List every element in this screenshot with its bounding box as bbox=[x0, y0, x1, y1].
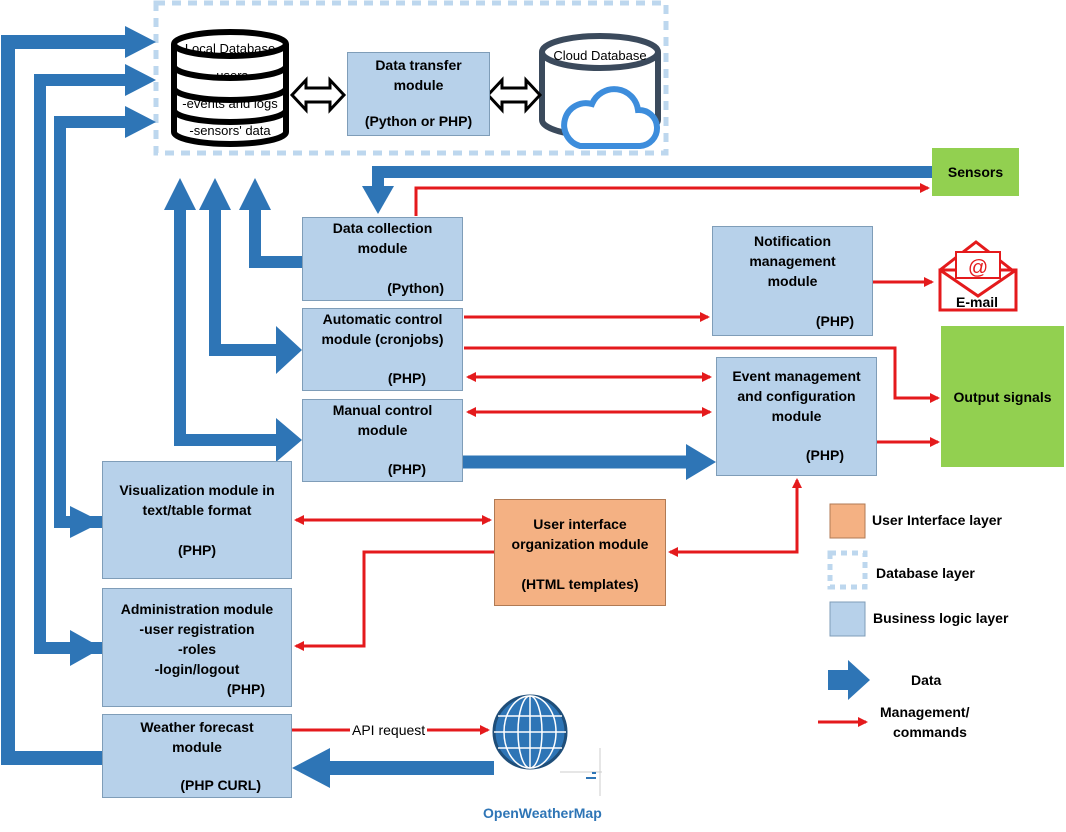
data-transfer-module: Data transfer module (Python or PHP) bbox=[347, 52, 490, 136]
module-tech: (HTML templates) bbox=[521, 576, 639, 592]
module-title-line: Data transfer bbox=[375, 57, 462, 73]
legend-management-label: Management/ bbox=[880, 704, 970, 720]
automatic-control-module: Automatic control module (cronjobs) (PHP… bbox=[302, 308, 463, 391]
module-title-line: module bbox=[393, 77, 444, 93]
legend-ui-swatch bbox=[829, 503, 866, 539]
data-collection-module: Data collection module (Python) bbox=[302, 217, 463, 301]
sensors-box: Sensors bbox=[932, 148, 1019, 196]
db-transfer-arrows bbox=[289, 76, 543, 114]
module-title-line: Data collection bbox=[332, 220, 433, 236]
command-arrows bbox=[292, 183, 940, 735]
data-flow-arrowheads bbox=[70, 26, 716, 788]
output-signals-box: Output signals bbox=[941, 326, 1064, 467]
database-layer-region bbox=[153, 0, 669, 156]
module-title-line: Visualization module in bbox=[119, 482, 275, 498]
module-tech: (PHP) bbox=[226, 681, 265, 697]
ui-organization-module: User interface organization module (HTML… bbox=[494, 499, 666, 606]
module-title-line: and configuration bbox=[737, 388, 856, 404]
local-database-item-users: -users bbox=[211, 68, 249, 83]
legend-ui-label: User Interface layer bbox=[872, 512, 1002, 528]
module-title-line: module bbox=[357, 240, 408, 256]
module-tech: (PHP) bbox=[815, 313, 854, 329]
module-title-line: management bbox=[749, 253, 836, 269]
local-database-item-sensors: -sensors' data bbox=[189, 123, 271, 138]
module-title-line: User interface bbox=[533, 516, 627, 532]
module-title-line: module bbox=[767, 273, 818, 289]
module-title-line: Weather forecast bbox=[140, 719, 254, 735]
api-request-label: API request bbox=[350, 722, 428, 738]
legend-management-label: commands bbox=[893, 724, 967, 740]
module-title-line: text/table format bbox=[142, 502, 252, 518]
globe-icon bbox=[492, 694, 568, 770]
visualization-module: Visualization module in text/table forma… bbox=[102, 461, 292, 579]
module-title-line: -roles bbox=[177, 641, 217, 657]
module-tech: (Python) bbox=[387, 280, 444, 296]
module-title-line: module bbox=[357, 422, 408, 438]
legend-data-arrow bbox=[828, 660, 870, 700]
module-title-line: organization module bbox=[511, 536, 649, 552]
local-database-item-events: -events and logs bbox=[182, 96, 278, 111]
administration-module: Administration module -user registration… bbox=[102, 588, 292, 707]
weather-forecast-module: Weather forecast module (PHP CURL) bbox=[102, 714, 292, 798]
document-icon bbox=[560, 748, 602, 796]
module-tech: (PHP) bbox=[805, 447, 844, 463]
module-title-line: module bbox=[172, 739, 222, 755]
module-title-line: -login/logout bbox=[154, 661, 240, 677]
legend-db-label: Database layer bbox=[876, 565, 975, 581]
legend-data-label: Data bbox=[911, 672, 942, 688]
legend-logic-swatch bbox=[829, 601, 866, 637]
module-title-line: Event management bbox=[732, 368, 861, 384]
cloud-database-icon bbox=[539, 33, 661, 149]
module-title-line: Administration module bbox=[120, 601, 274, 617]
email-label: E-mail bbox=[956, 294, 999, 310]
openweathermap-label: OpenWeatherMap bbox=[483, 805, 602, 821]
legend-logic-label: Business logic layer bbox=[873, 610, 1009, 626]
notification-management-module: Notification management module (PHP) bbox=[712, 226, 873, 336]
manual-control-module: Manual control module (PHP) bbox=[302, 399, 463, 482]
module-tech: (PHP) bbox=[177, 542, 217, 558]
cloud-database-title: Cloud Database bbox=[553, 48, 647, 63]
module-tech: (Python or PHP) bbox=[364, 113, 473, 129]
module-tech: (PHP) bbox=[387, 461, 426, 477]
module-title-line: Notification bbox=[754, 233, 831, 249]
module-tech: (PHP CURL) bbox=[180, 777, 261, 793]
local-database-icon bbox=[171, 29, 289, 147]
local-database-title: Local Database bbox=[184, 41, 276, 56]
module-title-line: Manual control bbox=[332, 402, 433, 418]
event-management-module: Event management and configuration modul… bbox=[716, 357, 877, 476]
svg-text:@: @ bbox=[968, 257, 988, 279]
module-title-line: module bbox=[771, 408, 822, 424]
legend-db-swatch bbox=[827, 550, 868, 590]
module-tech: (PHP) bbox=[387, 370, 426, 386]
module-title-line: -user registration bbox=[139, 621, 255, 637]
module-title-line: module (cronjobs) bbox=[321, 331, 444, 347]
email-icon: @ bbox=[938, 240, 1018, 312]
module-title-line: Automatic control bbox=[322, 311, 443, 327]
